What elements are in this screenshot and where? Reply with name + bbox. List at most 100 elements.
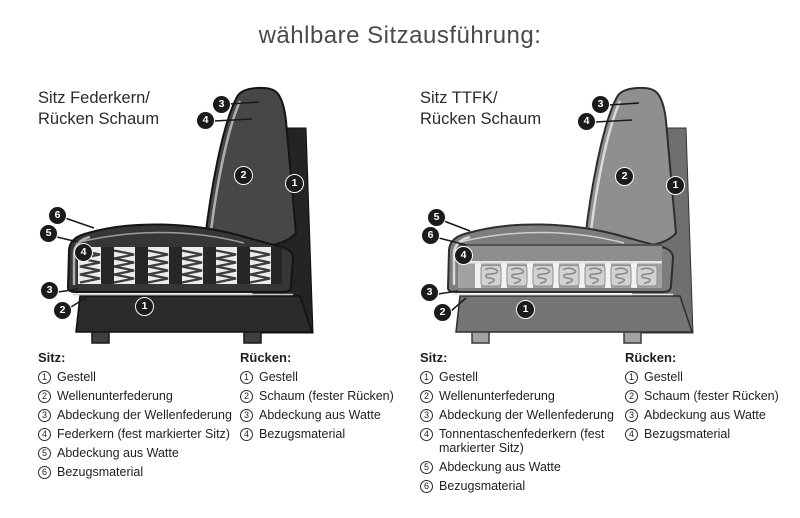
legend-header: Rücken: <box>240 350 292 365</box>
circled-number: 5 <box>38 446 51 460</box>
legend-item: 3 Abdeckung der Wellenfederung <box>38 408 240 422</box>
legend-item: 3 Abdeckung aus Watte <box>625 408 797 422</box>
backrest-cover-highlight <box>209 100 242 232</box>
callout-badge-2-backrest-schaum: 2 <box>234 166 253 185</box>
circled-number: 4 <box>240 427 253 441</box>
circled-number: 1 <box>420 370 433 384</box>
circled-number: 2 <box>38 389 51 403</box>
legend-item-label: Abdeckung aus Watte <box>57 446 179 460</box>
sofa-cross-section-federkern <box>66 86 314 344</box>
callout-badge-3-abdeckung: 3 <box>40 281 59 300</box>
legend-item-label: Abdeckung aus Watte <box>644 408 766 422</box>
legend-item-label: Abdeckung der Wellenfederung <box>439 408 614 422</box>
circled-number: 2 <box>420 389 433 403</box>
circled-number: 3 <box>625 408 638 422</box>
circled-number: 2 <box>240 389 253 403</box>
callout-badge-1-backrest-gestell: 1 <box>285 174 304 193</box>
legend-item: 4 Bezugsmaterial <box>240 427 418 441</box>
legend-header: Sitz: <box>420 350 448 365</box>
callout-badge-3-backrest-watte: 3 <box>212 95 231 114</box>
legend-item-label: Bezugsmaterial <box>57 465 144 479</box>
circled-number: 1 <box>38 370 51 384</box>
circled-number: 3 <box>240 408 253 422</box>
legend-item-label: Bezugsmaterial <box>644 427 731 441</box>
spring-core <box>78 247 282 284</box>
legend-item-label: Bezugsmaterial <box>439 479 526 493</box>
diagram-heading-ttfk: Sitz TTFK/ Rücken Schaum <box>420 88 541 130</box>
foot-right <box>243 331 262 344</box>
callout-badge-2-wellenunterfederung: 2 <box>433 303 452 322</box>
callout-badge-4-ttfk: 4 <box>454 246 473 265</box>
legend-item: 1 Gestell <box>420 370 622 384</box>
legend-item-label: Wellenunterfederung <box>57 389 173 403</box>
legend-item-label: Federkern (fest markierter Sitz) <box>57 427 230 441</box>
foot-left <box>471 331 490 344</box>
callout-badge-2-backrest-schaum: 2 <box>615 167 634 186</box>
legend-item-label: Schaum (fester Rücken) <box>644 389 779 403</box>
legend-item: 4 Federkern (fest markierter Sitz) <box>38 427 240 441</box>
foam-top-layer <box>458 244 662 261</box>
legend-header: Sitz: <box>38 350 66 365</box>
callout-badge-4-federkern: 4 <box>74 243 93 262</box>
callout-badge-6-bezugsmaterial: 6 <box>421 226 440 245</box>
circled-number: 3 <box>420 408 433 422</box>
legend-item: 2 Wellenunterfederung <box>420 389 622 403</box>
diagram-heading-federkern: Sitz Federkern/ Rücken Schaum <box>38 88 159 130</box>
legend-item: 5 Abdeckung aus Watte <box>38 446 240 460</box>
sofa-cross-section-ttfk <box>446 86 694 344</box>
page-title: wählbare Sitzausführung: <box>258 22 542 49</box>
legend-item: 6 Bezugsmaterial <box>420 479 622 493</box>
legend-item-label: Tonnentaschenfederkern (fest markierter … <box>439 427 605 455</box>
seat-rail-highlight <box>75 231 245 244</box>
circled-number: 1 <box>625 370 638 384</box>
callout-badge-1-gestell: 1 <box>516 300 535 319</box>
legend-item: 6 Bezugsmaterial <box>38 465 240 479</box>
legend-item-label: Gestell <box>57 370 96 384</box>
callout-badge-2-wellenunterfederung: 2 <box>53 301 72 320</box>
circled-number: 5 <box>420 460 433 474</box>
seat-rail-highlight <box>455 231 625 244</box>
callout-badge-3-abdeckung: 3 <box>420 283 439 302</box>
legend-item-label: Bezugsmaterial <box>259 427 346 441</box>
backrest-cover-highlight <box>589 100 622 232</box>
callout-badge-5-watte: 5 <box>39 224 58 243</box>
callout-badge-4-backrest-bezug: 4 <box>577 112 596 131</box>
legend-item-label: Abdeckung aus Watte <box>439 460 561 474</box>
circled-number: 2 <box>625 389 638 403</box>
callout-badge-6-bezugsmaterial: 6 <box>48 206 67 225</box>
heading-line-2: Rücken Schaum <box>38 110 160 128</box>
legend-item-label: Gestell <box>439 370 478 384</box>
legend-item: 1 Gestell <box>38 370 240 384</box>
circled-number: 4 <box>420 427 433 441</box>
heading-line-1: Sitz Federkern/ <box>38 89 150 107</box>
legend-item-label: Abdeckung aus Watte <box>259 408 381 422</box>
callout-badge-4-backrest-bezug: 4 <box>196 111 215 130</box>
heading-line-1: Sitz TTFK/ <box>420 89 498 107</box>
legend-item: 2 Wellenunterfederung <box>38 389 240 403</box>
legend-item: 4 Tonnentaschenfederkern (fest markierter… <box>420 427 622 455</box>
callout-badge-5-watte: 5 <box>427 208 446 227</box>
legend-item-label: Gestell <box>259 370 298 384</box>
callout-badge-3-backrest-watte: 3 <box>591 95 610 114</box>
legend-item: 5 Abdeckung aus Watte <box>420 460 622 474</box>
circled-number: 4 <box>38 427 51 441</box>
heading-line-2: Rücken Schaum <box>420 110 542 128</box>
callout-badge-1-backrest-gestell: 1 <box>666 176 685 195</box>
legend-item: 2 Schaum (fester Rücken) <box>625 389 797 403</box>
foot-left <box>91 331 110 344</box>
legend-item-label: Wellenunterfederung <box>439 389 555 403</box>
circled-number: 6 <box>38 465 51 479</box>
base-frame <box>455 295 694 333</box>
legend-item-label: Abdeckung der Wellenfederung <box>57 408 232 422</box>
circled-number: 3 <box>38 408 51 422</box>
legend-item: 3 Abdeckung der Wellenfederung <box>420 408 622 422</box>
circled-number: 6 <box>420 479 433 493</box>
callout-badge-1-gestell: 1 <box>135 297 154 316</box>
